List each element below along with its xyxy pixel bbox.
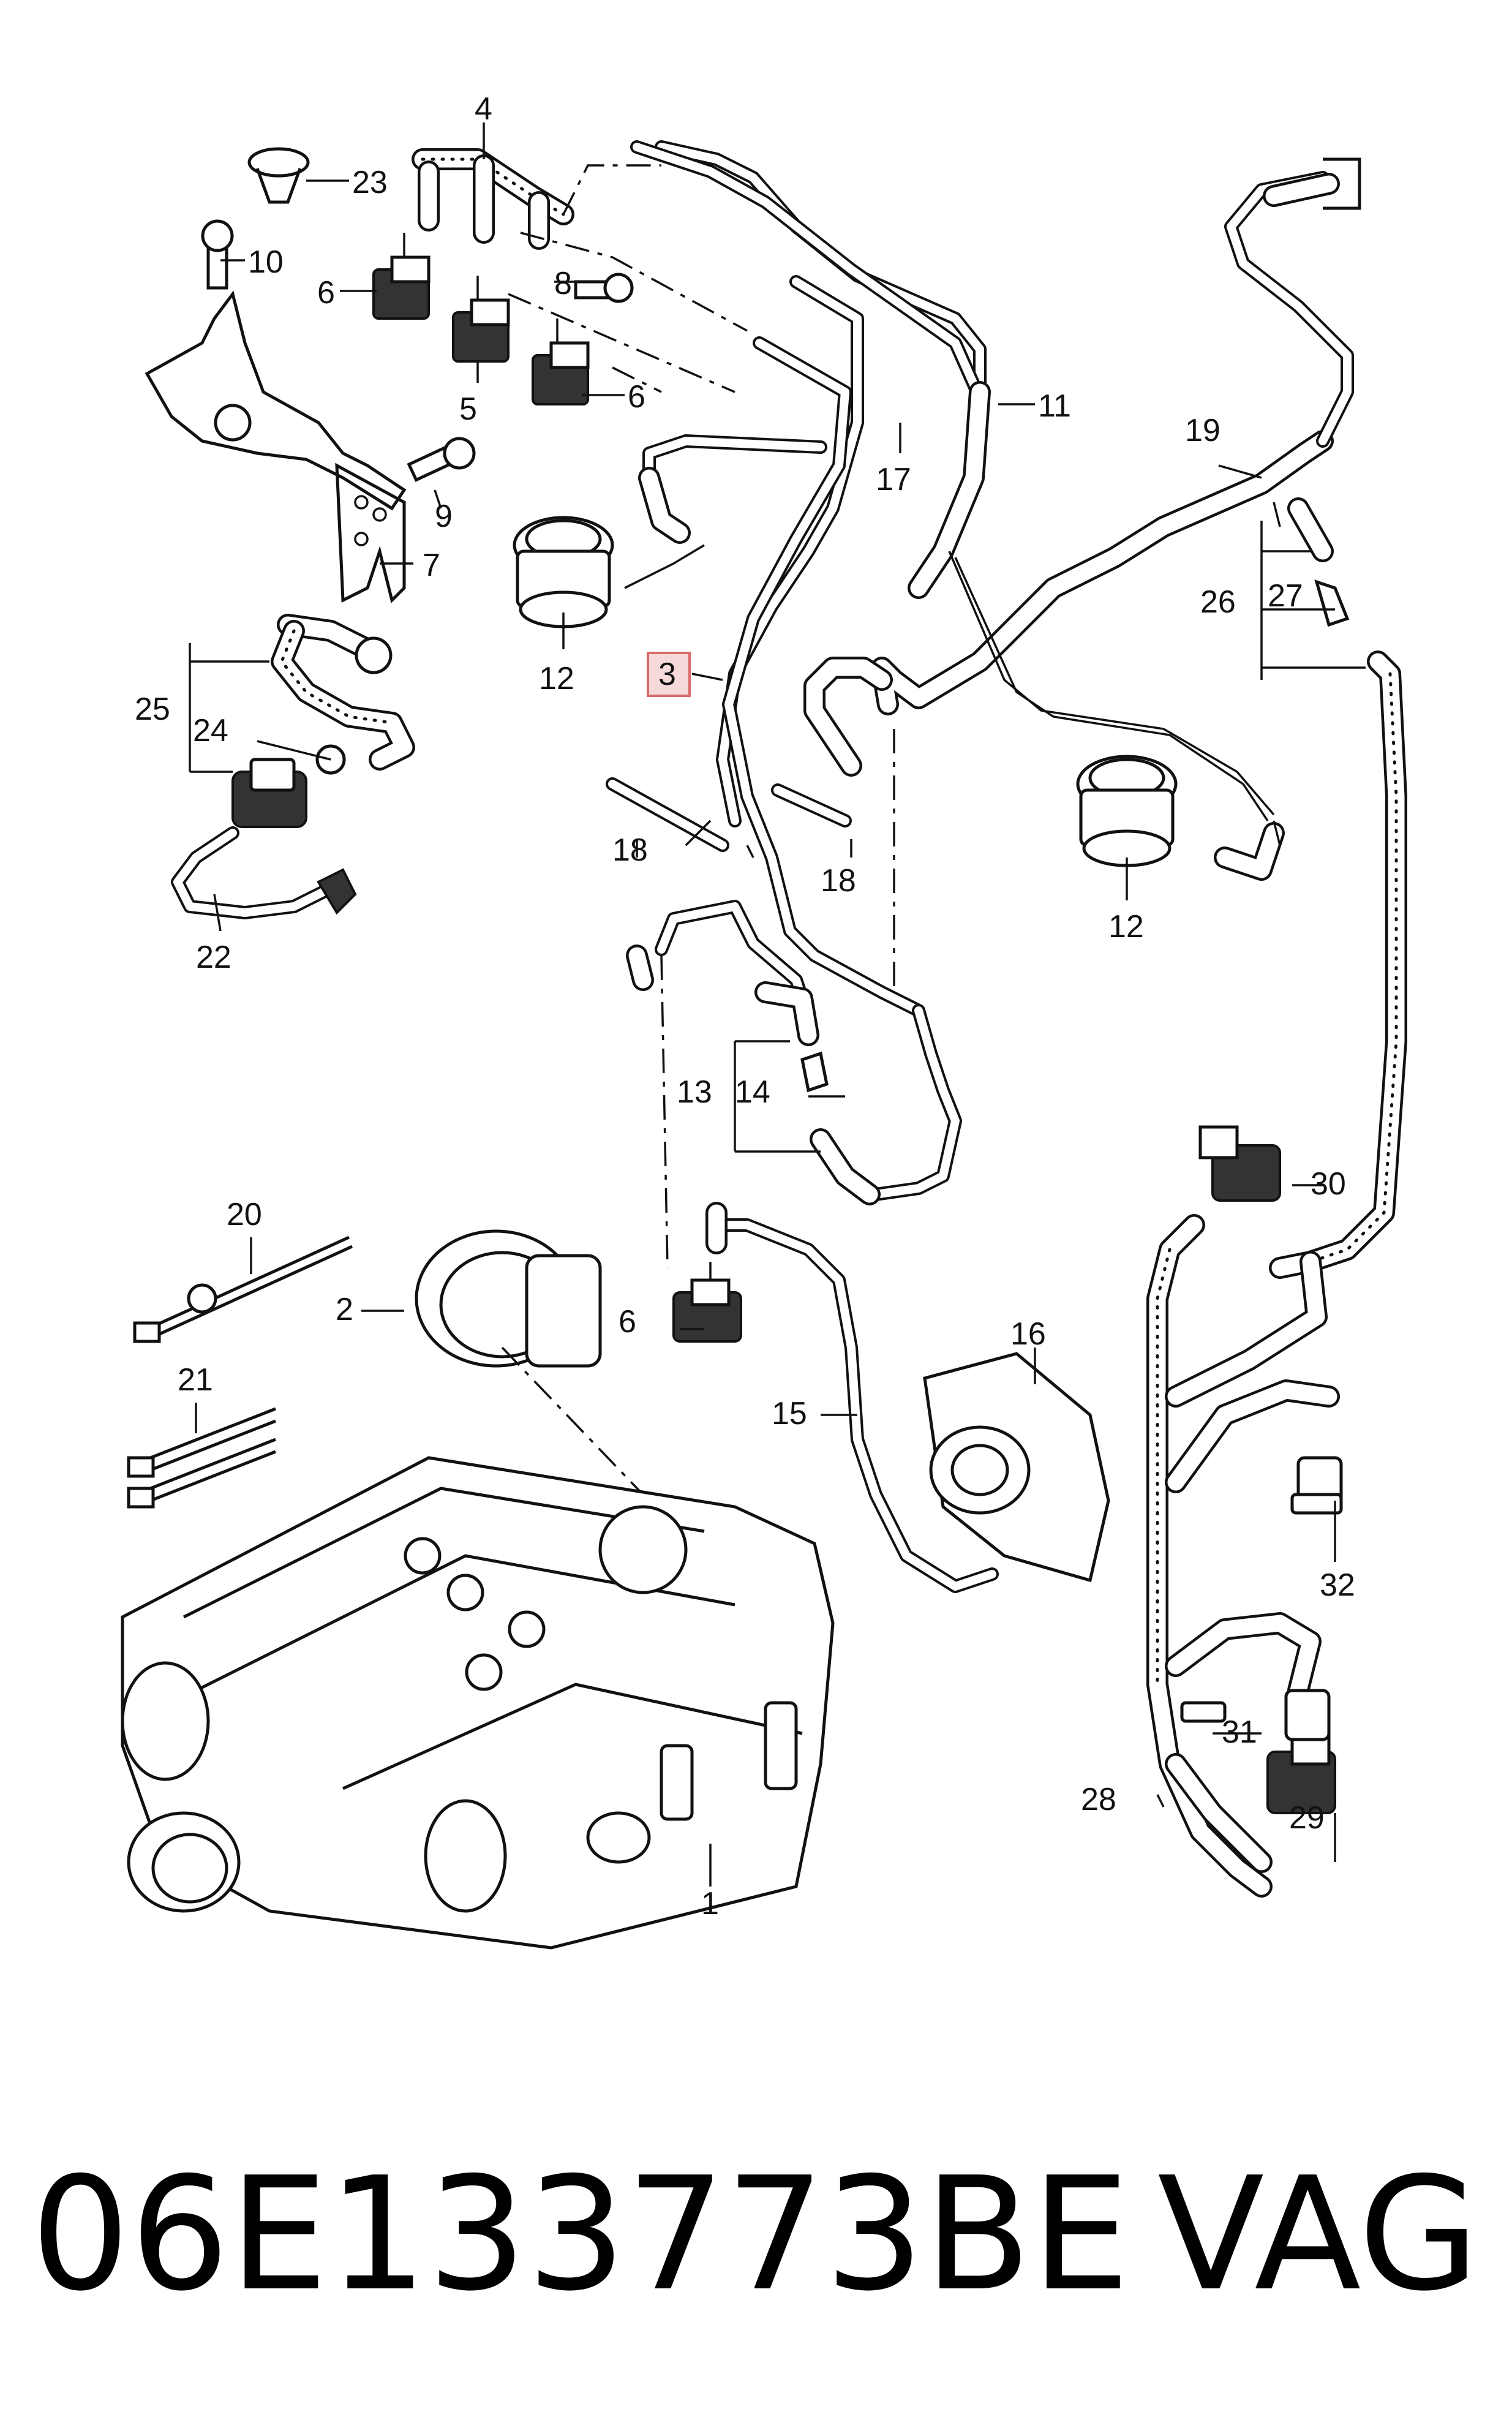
brand-name: VAG bbox=[1157, 2144, 1480, 2326]
callout-28: 28 bbox=[1081, 1782, 1116, 1817]
callout-8: 8 bbox=[554, 266, 572, 301]
callout-30: 30 bbox=[1311, 1166, 1346, 1202]
callout-14: 14 bbox=[735, 1074, 770, 1110]
callout-27: 27 bbox=[1268, 578, 1303, 614]
callout-22: 22 bbox=[196, 940, 231, 975]
callout-2: 2 bbox=[336, 1292, 353, 1327]
callout-11: 11 bbox=[1038, 388, 1071, 424]
callout-21: 21 bbox=[178, 1362, 213, 1398]
callout-3: 3 bbox=[658, 657, 676, 692]
callout-25: 25 bbox=[135, 692, 170, 727]
callout-6a: 6 bbox=[317, 275, 335, 311]
part-number: 06E133773BE bbox=[31, 2144, 1130, 2326]
callout-10: 10 bbox=[248, 244, 284, 280]
callout-12a: 12 bbox=[539, 661, 574, 696]
callout-16: 16 bbox=[1010, 1316, 1046, 1352]
misc-valves bbox=[672, 1051, 1343, 1814]
callout-15: 15 bbox=[772, 1396, 807, 1431]
hose-network bbox=[508, 140, 1361, 1593]
callout-labels: 4 23 10 6 8 5 6 9 7 11 17 19 26 27 12 3 … bbox=[135, 91, 1355, 1921]
left-valve-cluster bbox=[171, 614, 415, 919]
throttle-and-supercharger bbox=[121, 1229, 835, 1950]
callout-19: 19 bbox=[1185, 413, 1221, 448]
callout-6b: 6 bbox=[628, 379, 645, 415]
callout-20: 20 bbox=[227, 1197, 262, 1232]
callout-5: 5 bbox=[459, 391, 477, 427]
callout-4: 4 bbox=[475, 91, 492, 127]
highlighted-part-box bbox=[647, 652, 691, 697]
callout-13: 13 bbox=[677, 1074, 712, 1110]
callout-12b: 12 bbox=[1108, 909, 1144, 944]
callout-17: 17 bbox=[876, 462, 911, 497]
callout-24: 24 bbox=[193, 713, 228, 748]
valve-bracket-group bbox=[145, 147, 634, 603]
right-hose-system bbox=[1146, 497, 1407, 1898]
callout-26: 26 bbox=[1200, 584, 1236, 620]
round-valves bbox=[513, 516, 1178, 867]
callout-9: 9 bbox=[435, 499, 453, 534]
cable-ties bbox=[127, 1235, 353, 1509]
callout-18a: 18 bbox=[612, 832, 648, 868]
callout-32: 32 bbox=[1320, 1567, 1355, 1603]
callout-6c: 6 bbox=[619, 1304, 636, 1340]
callout-31: 31 bbox=[1222, 1714, 1257, 1750]
leader-lines bbox=[189, 123, 1366, 1887]
callout-1: 1 bbox=[701, 1886, 719, 1921]
footer-part-info: 06E133773BE VAG bbox=[0, 2144, 1512, 2340]
callout-29: 29 bbox=[1289, 1800, 1325, 1836]
callout-7: 7 bbox=[423, 548, 440, 583]
callout-23: 23 bbox=[352, 165, 388, 200]
callout-18b: 18 bbox=[821, 863, 856, 899]
